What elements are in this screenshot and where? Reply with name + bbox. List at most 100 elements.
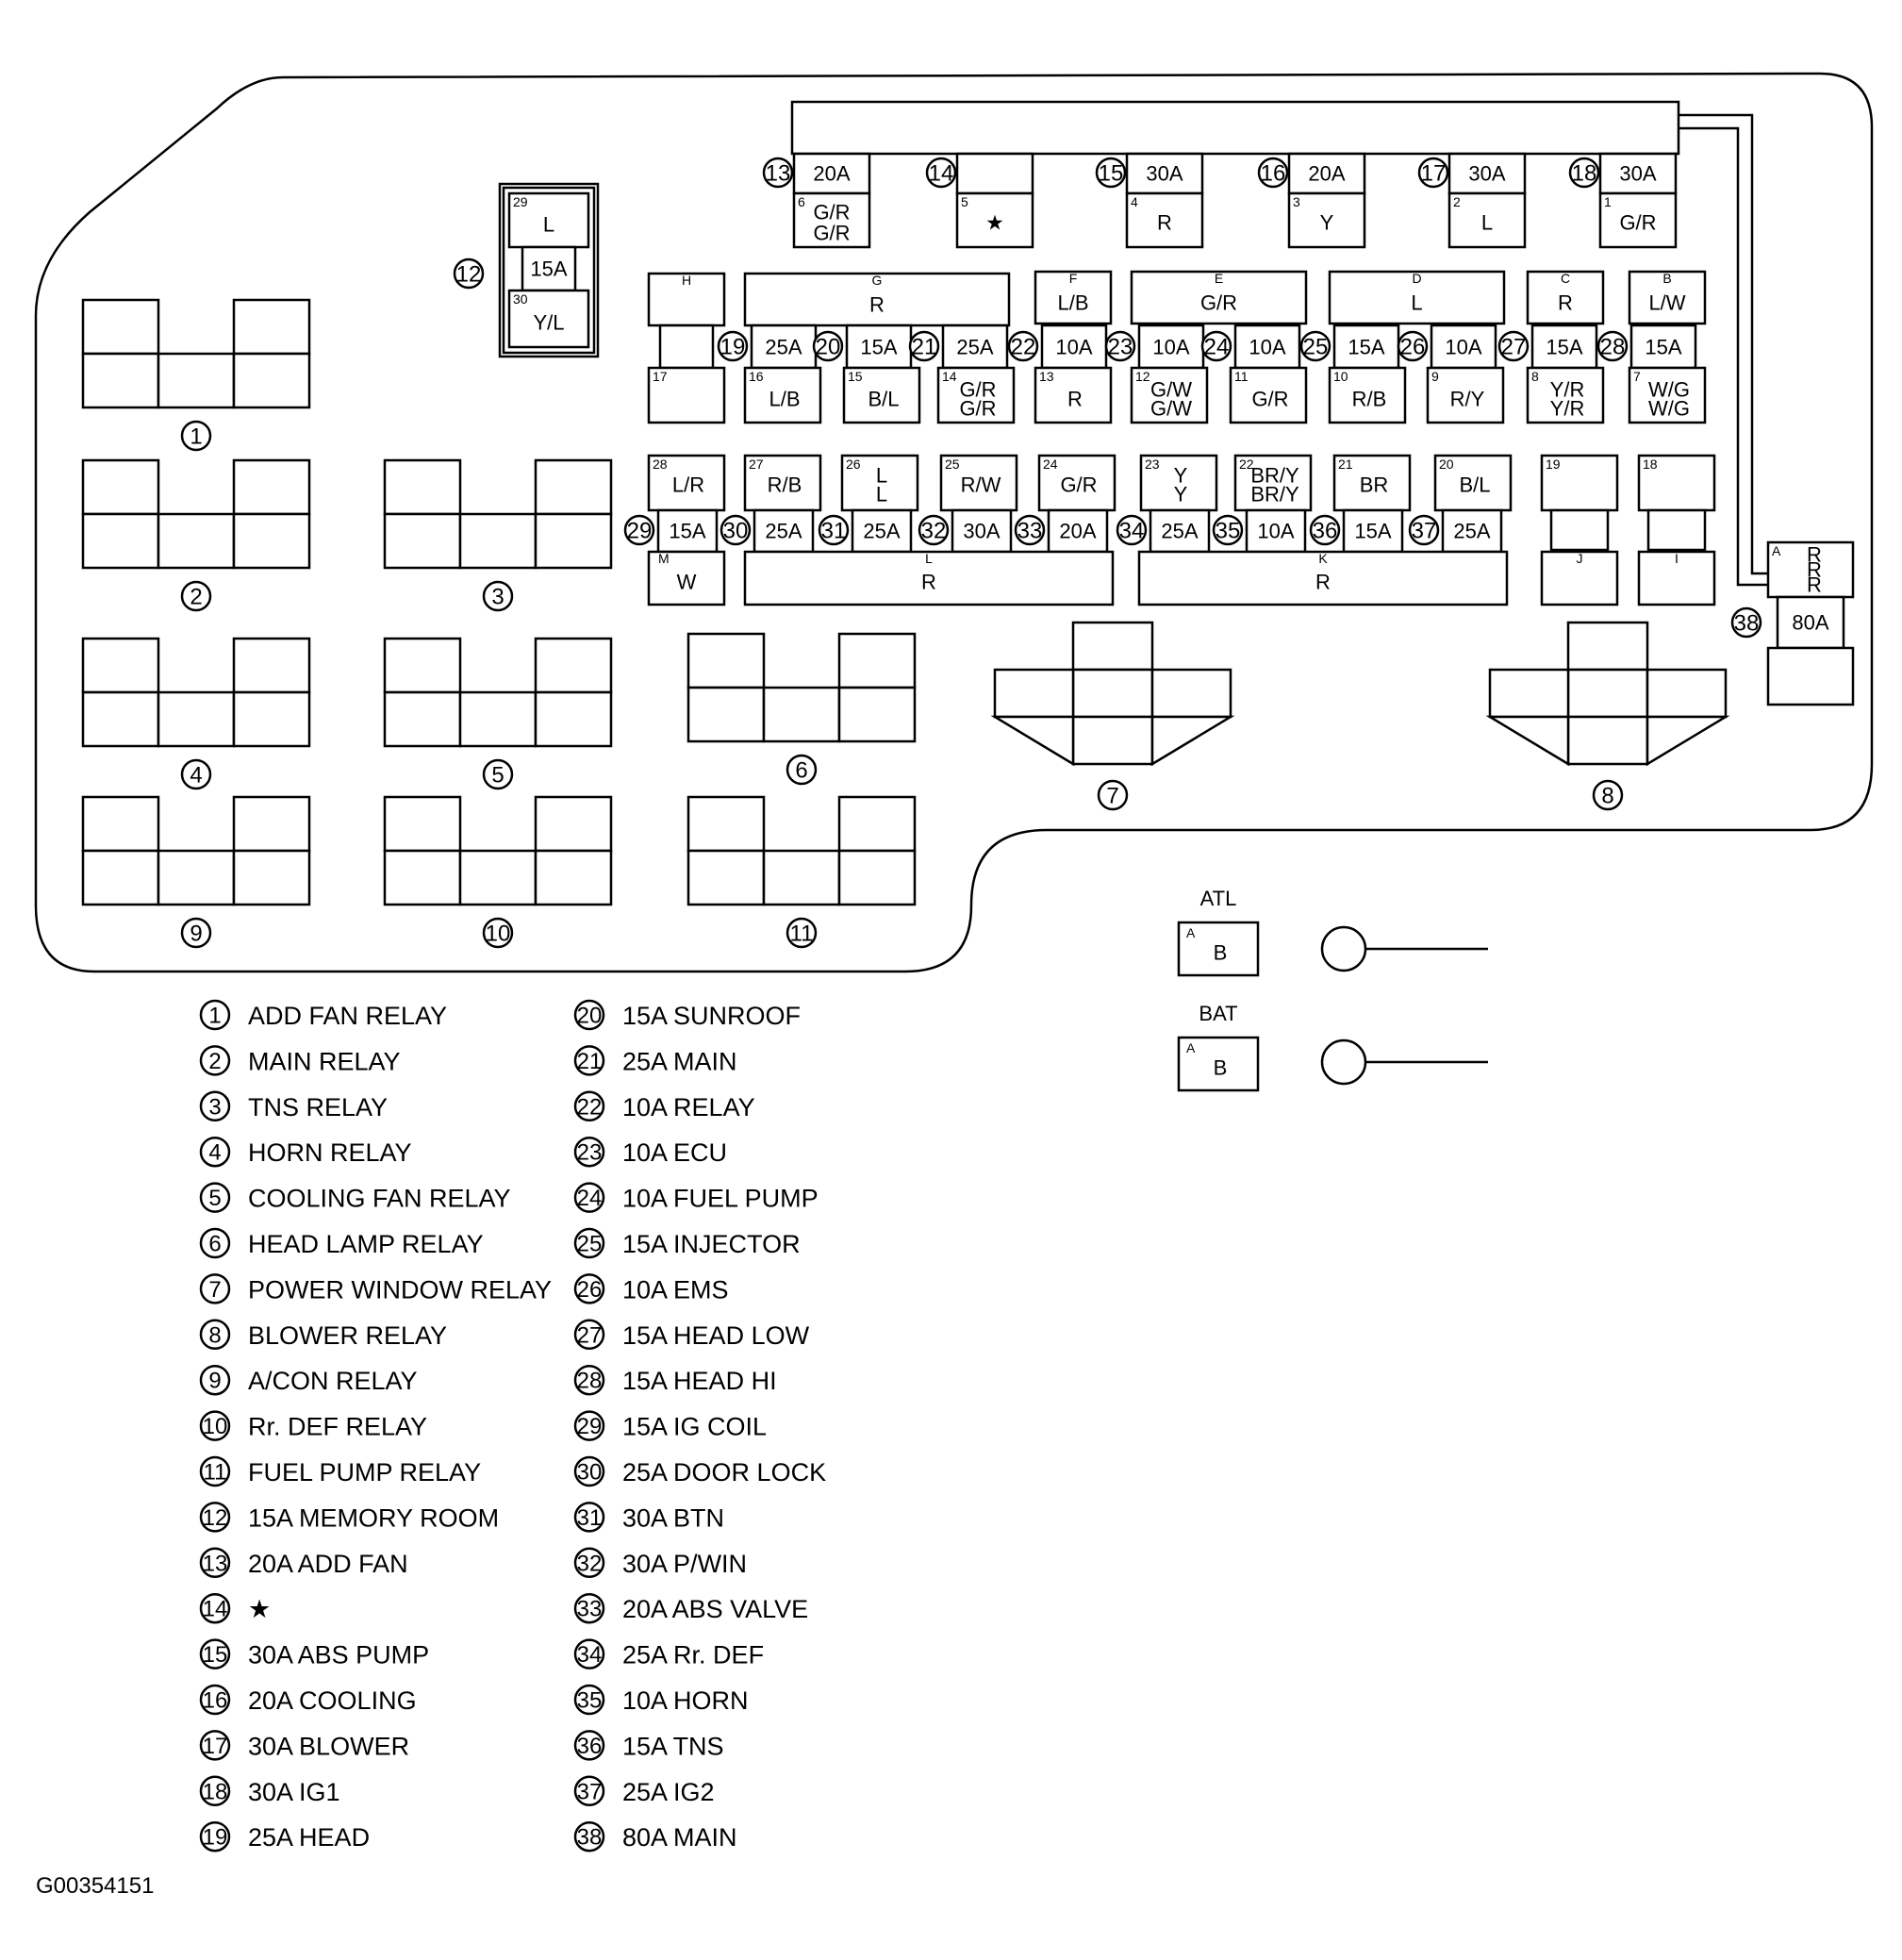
row2-socket-wire: B/L [1459, 473, 1490, 497]
row1-socket-wire: R [1067, 388, 1083, 411]
figure-reference-id: G00354151 [36, 1873, 154, 1899]
fuse-29-badge [623, 514, 655, 546]
fuse-19-value: 25A [765, 336, 802, 359]
row1-socket-17 [647, 366, 726, 424]
legend-badge-14 [199, 1592, 231, 1624]
legend-label-33: 20A ABS VALVE [622, 1595, 808, 1623]
row1-connector-letter: G [872, 273, 883, 288]
row2-connector-J [1540, 550, 1619, 606]
circle-number: 2 [208, 1049, 221, 1074]
circle-number: 16 [203, 1688, 228, 1714]
relay-8-taper [1646, 715, 1730, 767]
circle-number: 28 [1600, 335, 1626, 360]
row2-connector-wire: R [1315, 571, 1331, 594]
circle-number: 10 [203, 1414, 228, 1439]
circle-number: 33 [577, 1597, 603, 1622]
circle-number: 5 [208, 1186, 221, 1211]
main-fuse-value: 80A [1792, 611, 1828, 635]
fuse-15-socket [1125, 191, 1204, 249]
legend-badge-15 [199, 1638, 231, 1669]
row2-socket-24 [1037, 454, 1116, 512]
row1-connector-letter: H [682, 273, 691, 288]
fuse-31-value: 25A [863, 520, 900, 543]
circle-number: 37 [577, 1779, 603, 1804]
relay-2-badge [180, 580, 212, 612]
legend-badge-7 [199, 1273, 231, 1304]
legend-badge-28 [573, 1364, 605, 1396]
circle-number: 13 [203, 1551, 228, 1576]
circle-number: 22 [1011, 335, 1036, 360]
relay-7-taper [990, 715, 1075, 767]
fuse-23-value: 10A [1152, 336, 1189, 359]
relay-3-cell [383, 512, 462, 570]
relay-3-cell [383, 458, 462, 516]
row2-socket-pin: 19 [1546, 457, 1561, 472]
fuse-15-value: 30A [1146, 162, 1183, 186]
fuse-36 [1342, 508, 1404, 554]
circle-number: 27 [577, 1322, 603, 1348]
fuse-13-socket [792, 191, 871, 249]
fuse-30 [753, 508, 815, 554]
circle-number: 15 [1099, 161, 1124, 187]
bat-terminal-ring [1320, 1038, 1367, 1086]
fuse-28-value: 15A [1645, 336, 1681, 359]
row2-socket-18 [1637, 454, 1716, 512]
row1-socket-11 [1229, 366, 1308, 424]
fuse-14-socket [955, 191, 1034, 249]
row1-connector-letter: E [1215, 271, 1223, 286]
circle-number: 24 [577, 1186, 603, 1211]
fuse-26-value: 10A [1445, 336, 1481, 359]
row1-socket-wire: L/B [769, 388, 800, 411]
legend-label-27: 15A HEAD LOW [622, 1321, 810, 1350]
legend-badge-25 [573, 1227, 605, 1259]
circle-number: 13 [766, 161, 791, 187]
top-bus-bar [790, 100, 1680, 156]
circle-number: 30 [577, 1460, 603, 1486]
fuse-13-wire-color: G/R [813, 201, 850, 224]
circle-number: 21 [577, 1049, 603, 1074]
row1-socket-10 [1328, 366, 1407, 424]
fuse-15-pin: 4 [1131, 194, 1138, 209]
relay-4-badge [180, 758, 212, 790]
legend-label-12: 15A MEMORY ROOM [248, 1503, 499, 1532]
legend-label-17: 30A BLOWER [248, 1732, 409, 1760]
relay-8-taper [1485, 715, 1570, 767]
fuse-18-value: 30A [1619, 162, 1656, 186]
fuse-24-badge [1200, 330, 1232, 362]
fuse-13-badge [762, 157, 794, 189]
row1-socket-pin: 8 [1531, 369, 1539, 384]
fuse-14 [955, 152, 1034, 195]
row1-socket-13 [1034, 366, 1113, 424]
circle-number: 12 [456, 262, 482, 288]
legend-label-7: POWER WINDOW RELAY [248, 1275, 552, 1304]
legend-label-34: 25A Rr. DEF [622, 1641, 764, 1669]
relay-6-cell [762, 686, 841, 743]
legend-badge-5 [199, 1182, 231, 1213]
legend-badge-18 [199, 1775, 231, 1807]
relay-4-cell [157, 690, 236, 748]
fuse-27 [1530, 324, 1598, 370]
row2-socket-22 [1233, 454, 1313, 512]
legend-badge-38 [573, 1820, 605, 1852]
row1-socket-wire: W/G [1648, 378, 1690, 402]
fuse-13-value: 20A [813, 162, 850, 186]
legend-badge-11 [199, 1455, 231, 1487]
fuse-16-pin: 3 [1293, 194, 1300, 209]
row1-connector-wire: G/R [1200, 291, 1237, 315]
circle-number: 4 [190, 763, 202, 789]
fuse-36-value: 15A [1354, 520, 1391, 543]
legend-badge-24 [573, 1182, 605, 1213]
legend-label-32: 30A P/WIN [622, 1550, 747, 1578]
circle-number: 30 [723, 519, 749, 544]
relay-5-cell [458, 690, 538, 748]
row1-connector-D [1328, 270, 1506, 325]
row1-socket-wire: G/W [1150, 378, 1192, 402]
circle-number: 34 [577, 1642, 603, 1668]
row1-connector-letter: B [1662, 271, 1671, 286]
relay-10-cell [458, 849, 538, 906]
circle-number: 19 [720, 335, 746, 360]
circle-number: 36 [577, 1734, 603, 1759]
legend-badge-2 [199, 1045, 231, 1076]
bat-wire-color: B [1214, 1056, 1228, 1080]
